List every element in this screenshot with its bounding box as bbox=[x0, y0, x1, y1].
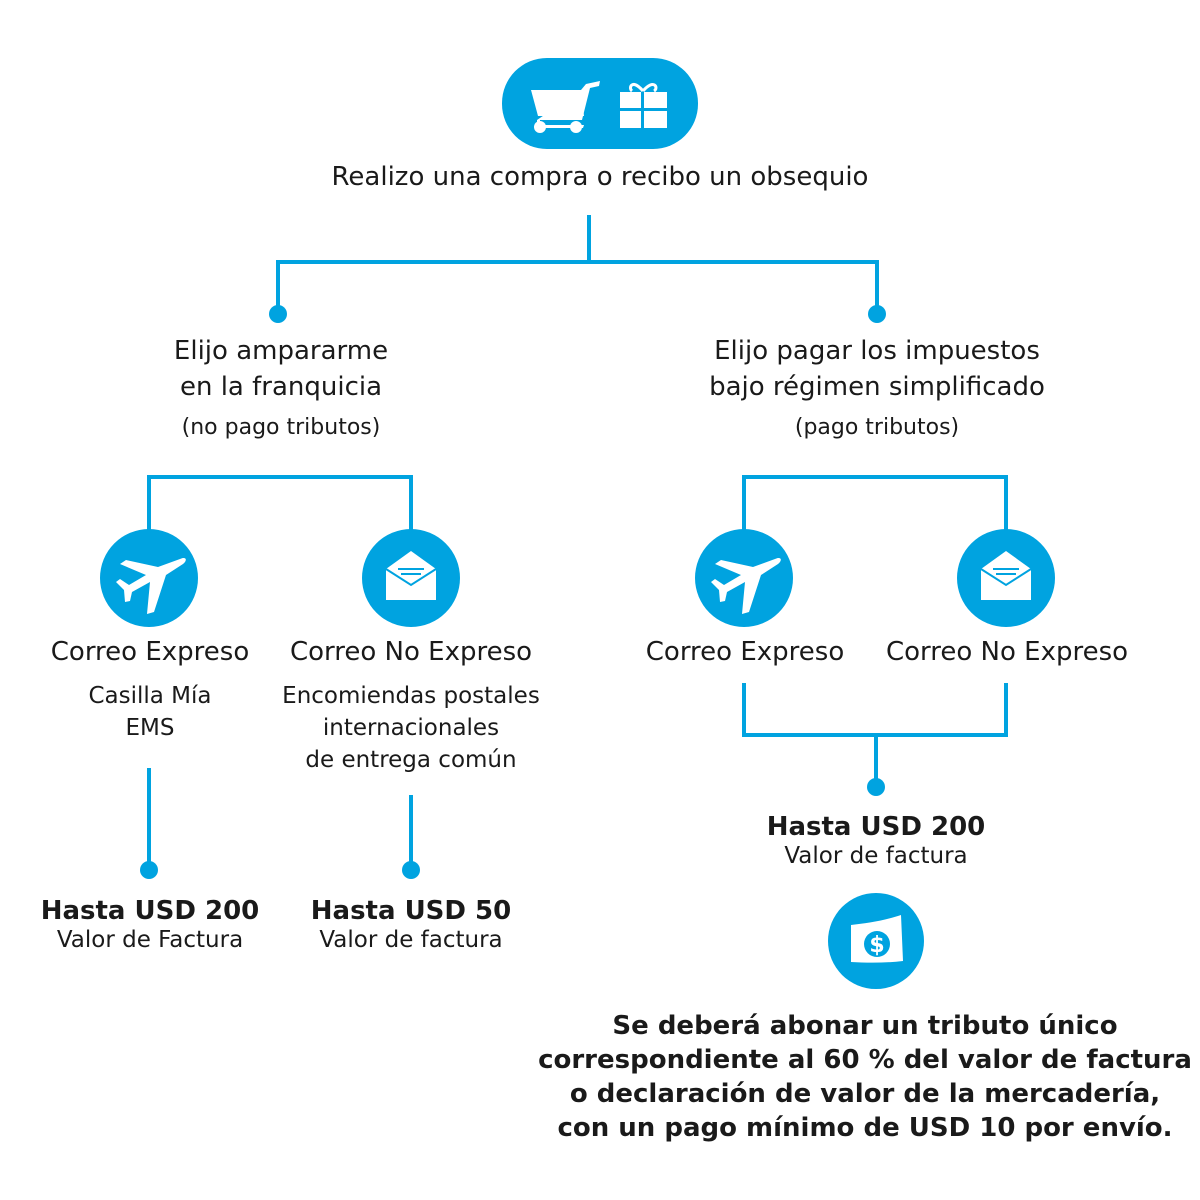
footer-line: o declaración de valor de la mercadería, bbox=[569, 1079, 1161, 1109]
right-limit: Hasta USD 200 bbox=[766, 812, 986, 842]
left-non-express-limit-note: Valor de factura bbox=[319, 927, 503, 953]
right-express-label: Correo Expreso bbox=[645, 637, 845, 667]
left-non-express-limit: Hasta USD 50 bbox=[310, 896, 512, 926]
shopping-cart-icon bbox=[531, 81, 600, 133]
airplane-icon bbox=[100, 529, 198, 627]
cart-gift-badge bbox=[502, 58, 698, 149]
left-express-desc: Casilla Mía bbox=[88, 683, 212, 709]
footer-line: Se deberá abonar un tributo único bbox=[612, 1011, 1118, 1041]
footer-line: con un pago mínimo de USD 10 por envío. bbox=[557, 1113, 1173, 1143]
right-non-express-label: Correo No Expreso bbox=[885, 637, 1129, 667]
connector-dot bbox=[269, 305, 287, 323]
left-note: (no pago tributos) bbox=[181, 415, 381, 440]
dollar-bill-icon: $ bbox=[828, 893, 924, 989]
left-heading-2: en la franquicia bbox=[179, 372, 383, 402]
footer-line: correspondiente al 60 % del valor de fac… bbox=[538, 1045, 1192, 1075]
left-non-express-desc: Encomiendas postales bbox=[282, 683, 540, 709]
left-heading-1: Elijo ampararme bbox=[173, 336, 389, 366]
airplane-icon bbox=[695, 529, 793, 627]
envelope-icon bbox=[362, 529, 460, 627]
svg-text:$: $ bbox=[869, 933, 884, 958]
start-title: Realizo una compra o recibo un obsequio bbox=[331, 162, 869, 192]
connector-dot bbox=[867, 778, 885, 796]
left-express-limit-note: Valor de Factura bbox=[56, 927, 244, 953]
left-non-express-desc: de entrega común bbox=[305, 747, 517, 773]
left-non-express-label: Correo No Expreso bbox=[289, 637, 533, 667]
left-express-label: Correo Expreso bbox=[50, 637, 250, 667]
gift-icon bbox=[620, 83, 667, 128]
connector-dot bbox=[402, 861, 420, 879]
connector-dot bbox=[868, 305, 886, 323]
left-express-limit: Hasta USD 200 bbox=[40, 896, 260, 926]
left-express-desc: EMS bbox=[125, 715, 175, 741]
right-heading-2: bajo régimen simplificado bbox=[709, 372, 1045, 402]
connector-dot bbox=[140, 861, 158, 879]
right-limit-note: Valor de factura bbox=[784, 843, 968, 869]
envelope-icon bbox=[957, 529, 1055, 627]
right-heading-1: Elijo pagar los impuestos bbox=[714, 336, 1040, 366]
right-note: (pago tributos) bbox=[794, 415, 960, 440]
left-non-express-desc: internacionales bbox=[322, 715, 500, 741]
